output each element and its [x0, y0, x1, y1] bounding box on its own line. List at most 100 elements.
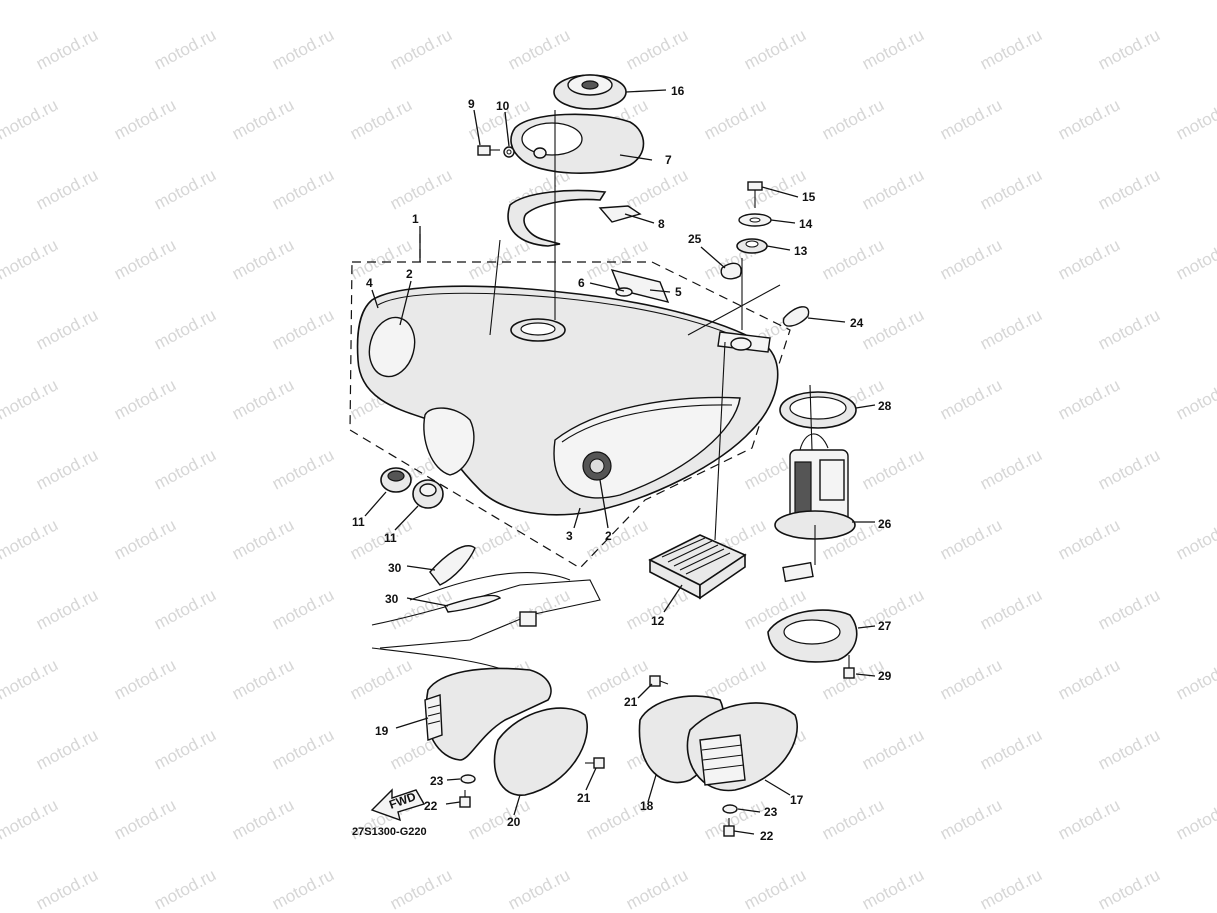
watermark-text: motod.ru — [1055, 235, 1123, 283]
watermark-text: motod.ru — [701, 655, 769, 703]
watermark-text: motod.ru — [819, 235, 887, 283]
watermark-text: motod.ru — [1213, 305, 1217, 353]
watermark-text: motod.ru — [1173, 515, 1217, 563]
watermark-text: motod.ru — [859, 445, 927, 493]
watermark-text: motod.ru — [229, 515, 297, 563]
watermark-text: motod.ru — [1173, 655, 1217, 703]
watermark-text: motod.ru — [819, 0, 887, 4]
callout-2-lower: 2 — [605, 529, 612, 543]
watermark-text: motod.ru — [1213, 445, 1217, 493]
watermark-text: motod.ru — [937, 795, 1005, 843]
watermark-text: motod.ru — [859, 725, 927, 773]
watermark-text: motod.ru — [111, 795, 179, 843]
callout-27: 27 — [878, 619, 892, 633]
watermark-text: motod.ru — [937, 0, 1005, 4]
watermark-text: motod.ru — [937, 655, 1005, 703]
bolt-21a — [585, 757, 605, 769]
callout-29: 29 — [878, 669, 892, 683]
bolt-15 — [747, 181, 763, 208]
watermark-text: motod.ru — [0, 95, 61, 143]
fuel-cap — [553, 74, 627, 110]
watermark-text: motod.ru — [1095, 585, 1163, 633]
watermark-text: motod.ru — [151, 305, 219, 353]
callout-30-a: 30 — [388, 561, 402, 575]
watermark-text: motod.ru — [859, 865, 927, 913]
watermark-text: motod.ru — [701, 0, 769, 4]
watermark-text: motod.ru — [1173, 235, 1217, 283]
watermark-text: motod.ru — [111, 515, 179, 563]
watermark-text: motod.ru — [151, 165, 219, 213]
callout-4: 4 — [366, 276, 373, 290]
watermark-text: motod.ru — [33, 445, 101, 493]
watermark-text: motod.ru — [505, 865, 573, 913]
watermark-text: motod.ru — [1055, 0, 1123, 4]
watermark-text: motod.ru — [977, 25, 1045, 73]
watermark-text: motod.ru — [111, 95, 179, 143]
watermark-text: motod.ru — [1095, 865, 1163, 913]
watermark-text: motod.ru — [1213, 25, 1217, 73]
callout-15: 15 — [802, 190, 816, 204]
watermark-text: motod.ru — [229, 0, 297, 4]
callout-20: 20 — [507, 815, 521, 829]
callout-9: 9 — [468, 97, 475, 111]
watermark-text: motod.ru — [465, 795, 533, 843]
callout-16: 16 — [671, 84, 685, 98]
watermark-text: motod.ru — [505, 585, 573, 633]
callout-21-a: 21 — [577, 791, 591, 805]
watermark-text: motod.ru — [0, 515, 61, 563]
watermark-text: motod.ru — [1173, 375, 1217, 423]
watermark-text: motod.ru — [1095, 725, 1163, 773]
watermark-text: motod.ru — [347, 95, 415, 143]
watermark-text: motod.ru — [1095, 165, 1163, 213]
bolt-21b — [649, 675, 669, 687]
forward-arrow-icon: FWD — [370, 788, 426, 822]
pad-25 — [720, 262, 742, 280]
watermark-text: motod.ru — [623, 25, 691, 73]
fuel-tank — [356, 268, 779, 516]
callout-14: 14 — [799, 217, 813, 231]
callout-18: 18 — [640, 799, 654, 813]
callout-30-b: 30 — [385, 592, 399, 606]
watermark-text: motod.ru — [269, 445, 337, 493]
watermark-text: motod.ru — [465, 235, 533, 283]
callout-28: 28 — [878, 399, 892, 413]
watermark-text: motod.ru — [1213, 165, 1217, 213]
nut-11b — [412, 479, 444, 509]
watermark-text: motod.ru — [0, 375, 61, 423]
watermark-text: motod.ru — [819, 95, 887, 143]
watermark-text: motod.ru — [0, 655, 61, 703]
callout-3: 3 — [566, 529, 573, 543]
callout-7: 7 — [665, 153, 672, 167]
callout-11-a: 11 — [352, 515, 365, 529]
lock-ring — [779, 391, 857, 429]
watermark-text: motod.ru — [701, 795, 769, 843]
watermark-text: motod.ru — [269, 865, 337, 913]
watermark-text: motod.ru — [151, 585, 219, 633]
watermark-text: motod.ru — [229, 375, 297, 423]
diagram-code: 27S1300-G220 — [352, 826, 427, 838]
watermark-text: motod.ru — [1173, 795, 1217, 843]
watermark-text: motod.ru — [347, 235, 415, 283]
watermark-text: motod.ru — [33, 725, 101, 773]
watermark-text: motod.ru — [1213, 865, 1217, 913]
callout-5: 5 — [675, 285, 682, 299]
callout-23-b: 23 — [764, 805, 778, 819]
watermark-text: motod.ru — [33, 585, 101, 633]
watermark-text: motod.ru — [465, 0, 533, 4]
watermark-text: motod.ru — [819, 655, 887, 703]
bolt-29 — [843, 655, 855, 679]
callout-6: 6 — [578, 276, 585, 290]
washer-23a — [460, 774, 476, 784]
watermark-text: motod.ru — [387, 165, 455, 213]
watermark-text: motod.ru — [269, 725, 337, 773]
watermark-text: motod.ru — [151, 865, 219, 913]
watermark-text: motod.ru — [1095, 25, 1163, 73]
ecu-module — [648, 534, 747, 600]
nut-11a — [380, 467, 412, 493]
bolt-9 — [477, 145, 515, 158]
callout-labels: 1 2 2 3 4 5 6 7 8 9 10 11 11 12 13 14 15… — [352, 84, 892, 843]
bolt-22a — [459, 790, 471, 808]
watermark-text: motod.ru — [229, 235, 297, 283]
watermark-text: motod.ru — [859, 305, 927, 353]
callout-23-a: 23 — [430, 774, 444, 788]
